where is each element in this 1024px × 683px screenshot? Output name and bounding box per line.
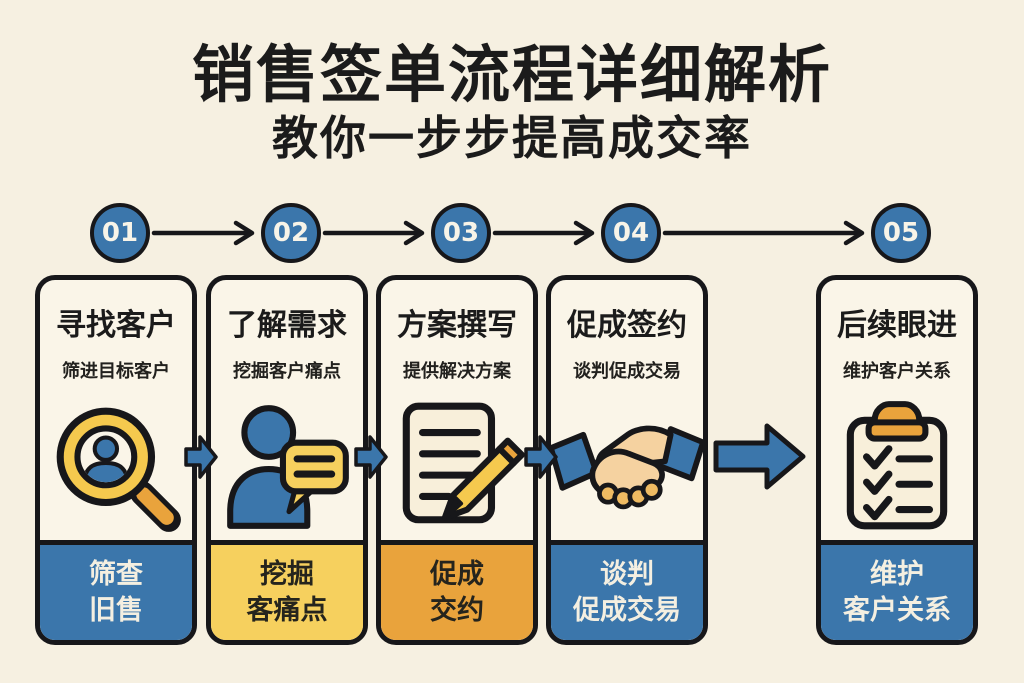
- card-title: 了解需求: [227, 308, 347, 343]
- footer-line: 旧售: [89, 594, 143, 626]
- card-subtitle: 谈判促成交易: [573, 361, 681, 382]
- footer-line: 促成交易: [573, 594, 681, 626]
- card-footer: 促成 交约: [381, 540, 533, 640]
- footer-line: 促成: [430, 559, 484, 591]
- card-close-deal: 促成签约 谈判促成交易 谈判 促成交易: [546, 275, 708, 645]
- footer-line: 交约: [430, 594, 484, 626]
- card-footer: 维护 客户关系: [821, 540, 973, 640]
- card-subtitle: 提供解决方案: [403, 361, 511, 382]
- footer-line: 挖掘: [260, 559, 314, 591]
- document-pencil-icon: [402, 402, 525, 524]
- step-number: 03: [442, 218, 480, 248]
- card-title: 寻找客户: [56, 308, 176, 343]
- step-circle-05: 05: [871, 203, 931, 263]
- step-number: 02: [272, 218, 310, 248]
- card-subtitle: 维护客户关系: [843, 361, 951, 382]
- card-title: 后续眼进: [837, 308, 957, 343]
- card-footer: 挖掘 客痛点: [211, 540, 363, 640]
- card-find-customers: 寻找客户 筛进目标客户 筛查 旧售: [35, 275, 197, 645]
- clipboard-check-icon: [846, 401, 948, 530]
- card-footer: 筛查 旧售: [40, 540, 192, 640]
- step-circle-02: 02: [261, 203, 321, 263]
- card-subtitle: 筛进目标客户: [62, 361, 170, 382]
- step-circle-03: 03: [431, 203, 491, 263]
- step-circle-01: 01: [90, 203, 150, 263]
- magnifier-person-icon: [56, 407, 181, 532]
- card-follow-up: 后续眼进 维护客户关系 维护 客户关系: [816, 275, 978, 645]
- footer-line: 客痛点: [246, 594, 328, 626]
- card-title: 方案撰写: [397, 308, 517, 343]
- flow-arrow-large-icon: [713, 423, 806, 490]
- card-footer: 谈判 促成交易: [551, 540, 703, 640]
- flow-arrow-icon: [524, 435, 558, 479]
- flow-arrow-icon: [354, 435, 388, 479]
- card-write-proposal: 方案撰写 提供解决方案 促成 交约: [376, 275, 538, 645]
- step-number: 05: [882, 218, 920, 248]
- step-circle-04: 04: [601, 203, 661, 263]
- card-understand-needs: 了解需求 挖掘客户痛点 挖掘 客痛点: [206, 275, 368, 645]
- flow-arrow-icon: [184, 435, 218, 479]
- footer-line: 筛查: [89, 559, 143, 591]
- page-subtitle: 教你一步步提高成交率: [272, 111, 752, 165]
- page-title: 销售签单流程详细解析: [191, 38, 832, 111]
- step-number: 04: [612, 218, 650, 248]
- card-title: 促成签约: [567, 308, 687, 343]
- step-number: 01: [101, 218, 139, 248]
- footer-line: 维护: [870, 559, 924, 591]
- handshake-icon: [551, 425, 703, 510]
- person-chat-icon: [227, 405, 349, 529]
- card-subtitle: 挖掘客户痛点: [233, 361, 341, 382]
- footer-line: 客户关系: [843, 594, 951, 626]
- footer-line: 谈判: [600, 559, 654, 591]
